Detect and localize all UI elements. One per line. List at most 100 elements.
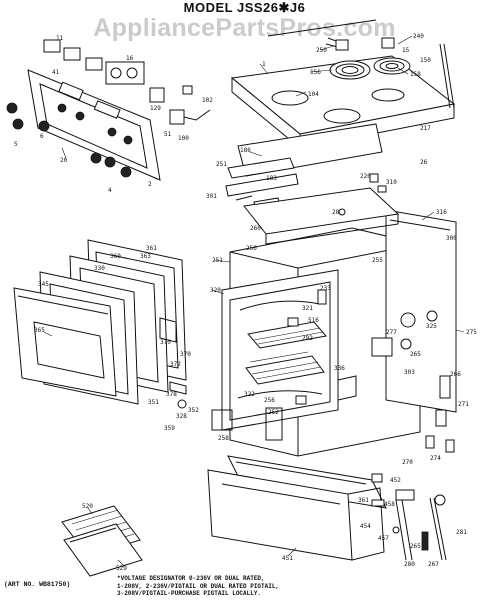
callout: 370 [180,351,191,358]
display-window [58,81,84,101]
callout: 451 [282,555,293,562]
callout: 303 [404,369,415,376]
callout: 336 [334,365,345,372]
callout: 363 [140,253,151,260]
oven-knob-2[interactable] [104,156,116,168]
callout: 361 [358,497,369,504]
art-number: (ART NO. WB81750) [4,581,71,588]
rear-trim-rod [267,19,377,37]
callout: 251 [216,161,227,168]
callout: 321 [302,305,313,312]
door-handle[interactable] [17,295,109,315]
hinge-left[interactable] [211,409,233,431]
broiler-pan-assembly[interactable] [61,505,143,577]
callout: 345 [38,281,49,288]
storage-drawer-assembly [207,455,400,561]
callout: 256 [264,397,275,404]
surface-knob-2[interactable] [12,118,24,130]
sensor [287,317,299,327]
clip-2 [377,185,387,193]
cooktop-assembly [225,19,456,211]
control-knob-d[interactable] [123,135,133,145]
callout: 320 [210,287,221,294]
surface-unit-right[interactable] [373,57,411,75]
callout: 11 [56,35,64,42]
control-knob-b[interactable] [75,111,85,121]
callout: 186 [240,147,251,154]
voltage-footnote: *VOLTAGE DESIGNATOR 0-236V OR DUAL RATED… [117,575,367,598]
callout: 51 [164,131,172,138]
oven-light-socket [426,310,438,322]
terminal-block [400,312,416,328]
leveler-leg [429,497,443,561]
oven-knob-3[interactable] [120,166,132,178]
oven-cavity-front [221,269,339,431]
front-trim [227,157,295,179]
callout: 454 [360,523,371,530]
callout: 281 [456,529,467,536]
door-hinge-bracket [159,317,177,343]
oven-knob-1[interactable] [90,152,102,164]
infinite-switch-3[interactable] [85,57,103,71]
broil-pan-support [295,395,307,405]
callout: 20 [60,157,68,164]
control-knob-c[interactable] [107,127,117,137]
infinite-switch-2[interactable] [63,47,81,61]
callout: 28 [332,209,340,216]
infinite-switch-1[interactable] [43,39,61,53]
callout: 6 [40,133,44,140]
drawer-screw [392,526,400,534]
thermostat[interactable] [169,109,185,125]
callout: 100 [178,135,189,142]
broiler-pan[interactable] [63,523,143,577]
callout: 250 [246,245,257,252]
oven-rack-lower[interactable] [245,351,325,385]
callout: 255 [372,257,383,264]
anti-tip-bracket [395,499,407,561]
callout: 452 [390,477,401,484]
callout: 271 [458,401,469,408]
footnote-line-3: 3-208V/PIGTAIL-PURCHASE PIGTAIL LOCALLY. [117,590,262,597]
model-title: MODEL JSS26✱J6 [183,0,306,15]
oven-door-assembly [13,239,187,405]
surface-unit-left[interactable] [329,60,371,80]
door-outer-panel[interactable] [13,287,117,397]
spring [421,531,429,551]
callout: 41 [52,69,60,76]
surface-knob-3[interactable] [38,120,50,132]
callout: 265 [410,543,421,550]
callout: 300 [446,235,457,242]
callout: 529 [116,565,127,572]
control-panel-backsplash[interactable] [27,69,161,181]
callout: 458 [384,501,395,508]
callout: 310 [386,179,397,186]
door-window [33,321,105,379]
callout: 270 [402,459,413,466]
leveler-bracket [395,489,415,501]
callout: 351 [148,399,159,406]
clock-timer[interactable] [105,61,145,85]
lead-clip [435,409,447,427]
fan-switch [400,338,412,350]
callout: 104 [308,91,319,98]
callout: 217 [420,125,431,132]
callout: 301 [206,193,217,200]
callout: 265 [410,351,421,358]
control-knob-a[interactable] [57,103,67,113]
callout: 233 [320,285,331,292]
callout: 292 [302,335,313,342]
callout: 365 [34,327,45,334]
bracket-left [265,407,283,441]
callout: 129 [150,105,161,112]
hinge-right[interactable] [337,375,357,401]
side-panel-right [385,209,457,413]
oven-selector-switch[interactable] [149,87,165,103]
door-stop [177,399,187,409]
drawer-stop [371,473,383,483]
surface-knob-1[interactable] [6,102,18,114]
callout: 150 [420,57,431,64]
cooktop-element-ring-3 [371,88,405,102]
callout: 267 [428,561,439,568]
callout: 457 [378,535,389,542]
